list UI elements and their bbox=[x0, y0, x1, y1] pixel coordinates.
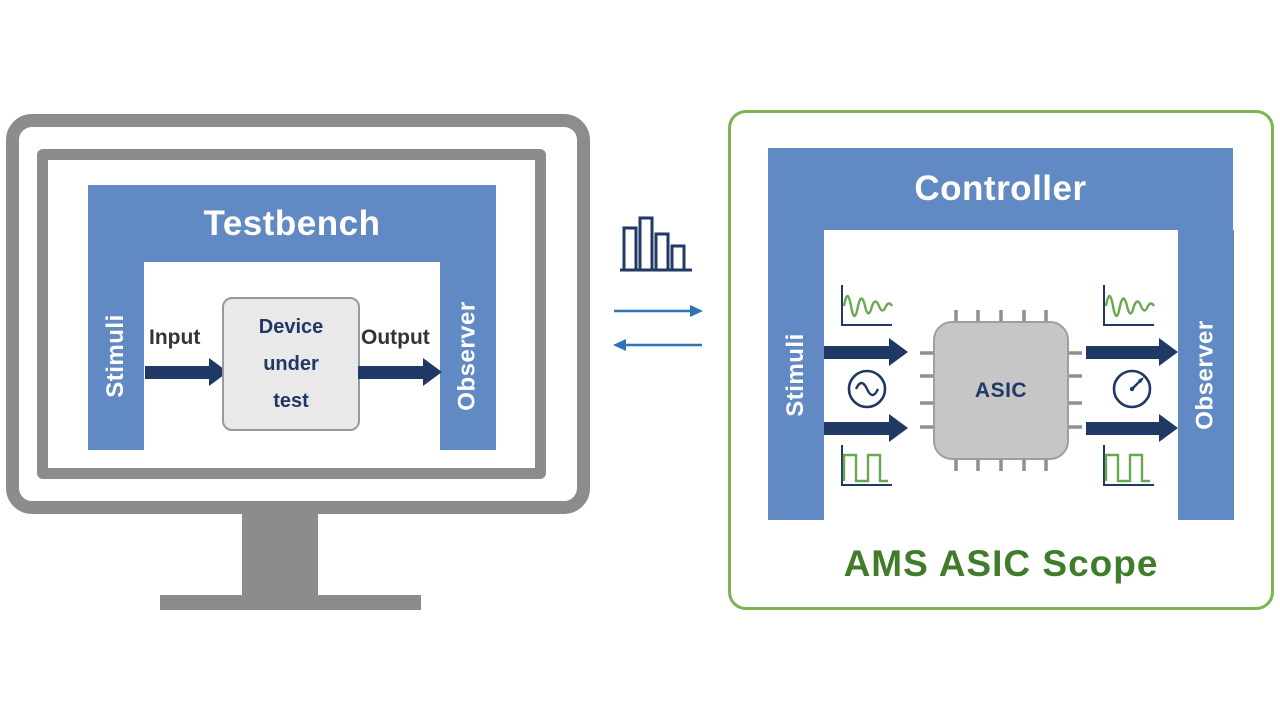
testbench-observer-bar: Observer bbox=[440, 262, 496, 450]
controller-observer-label: Observer bbox=[1192, 320, 1219, 430]
arrow-left-icon bbox=[612, 337, 704, 358]
controller-title: Controller bbox=[914, 169, 1087, 208]
testbench-header: Testbench bbox=[88, 185, 496, 262]
controller-stimuli-bar: Stimuli bbox=[768, 230, 824, 520]
ams-asic-box: Controller Stimuli Observer bbox=[728, 110, 1274, 610]
square-wave-icon bbox=[832, 441, 896, 500]
controller-header: Controller bbox=[768, 148, 1233, 230]
arrow-shaft bbox=[1086, 345, 1159, 359]
arrow-head bbox=[889, 414, 908, 442]
arrow-head bbox=[889, 338, 908, 366]
output-arrow bbox=[358, 358, 442, 386]
arrow-shaft bbox=[1086, 421, 1159, 435]
arrow-head bbox=[1159, 338, 1178, 366]
bar-chart-icon bbox=[616, 206, 696, 281]
chip-icon bbox=[920, 310, 1082, 471]
square-wave-icon bbox=[1094, 441, 1158, 500]
output-label: Output bbox=[361, 326, 430, 349]
arrow-head bbox=[1159, 414, 1178, 442]
damped-sine-icon bbox=[1094, 281, 1158, 340]
monitor-stand-neck bbox=[242, 512, 318, 597]
arrow-shaft bbox=[358, 365, 423, 379]
arrow-shaft bbox=[824, 421, 889, 435]
controller-stimuli-label: Stimuli bbox=[782, 333, 810, 417]
observer-arrow-bottom bbox=[1086, 414, 1178, 442]
arrow-shaft bbox=[824, 345, 889, 359]
stimuli-arrow-top bbox=[824, 338, 908, 366]
device-under-test-box: Device under test bbox=[222, 297, 360, 431]
sine-generator-icon bbox=[845, 367, 889, 416]
controller-observer-bar: Observer bbox=[1178, 230, 1234, 520]
gauge-icon bbox=[1110, 367, 1154, 416]
testbench-stimuli-label: Stimuli bbox=[102, 314, 130, 398]
damped-sine-icon bbox=[832, 281, 896, 340]
ams-asic-scope-caption: AMS ASIC Scope bbox=[843, 543, 1159, 584]
input-arrow bbox=[145, 358, 228, 386]
testbench-observer-label: Observer bbox=[454, 301, 481, 411]
input-label: Input bbox=[149, 326, 201, 349]
arrow-head bbox=[423, 358, 442, 386]
testbench-title: Testbench bbox=[203, 203, 381, 243]
arrow-right-icon bbox=[612, 303, 704, 324]
observer-arrow-top bbox=[1086, 338, 1178, 366]
asic-label: ASIC bbox=[974, 378, 1028, 402]
device-under-test-label: Device under test bbox=[258, 315, 324, 412]
monitor-stand-base bbox=[160, 595, 421, 610]
stimuli-arrow-bottom bbox=[824, 414, 908, 442]
asic-chip: ASIC bbox=[916, 308, 1086, 473]
arrow-shaft bbox=[145, 365, 209, 379]
testbench-stimuli-bar: Stimuli bbox=[88, 262, 144, 450]
